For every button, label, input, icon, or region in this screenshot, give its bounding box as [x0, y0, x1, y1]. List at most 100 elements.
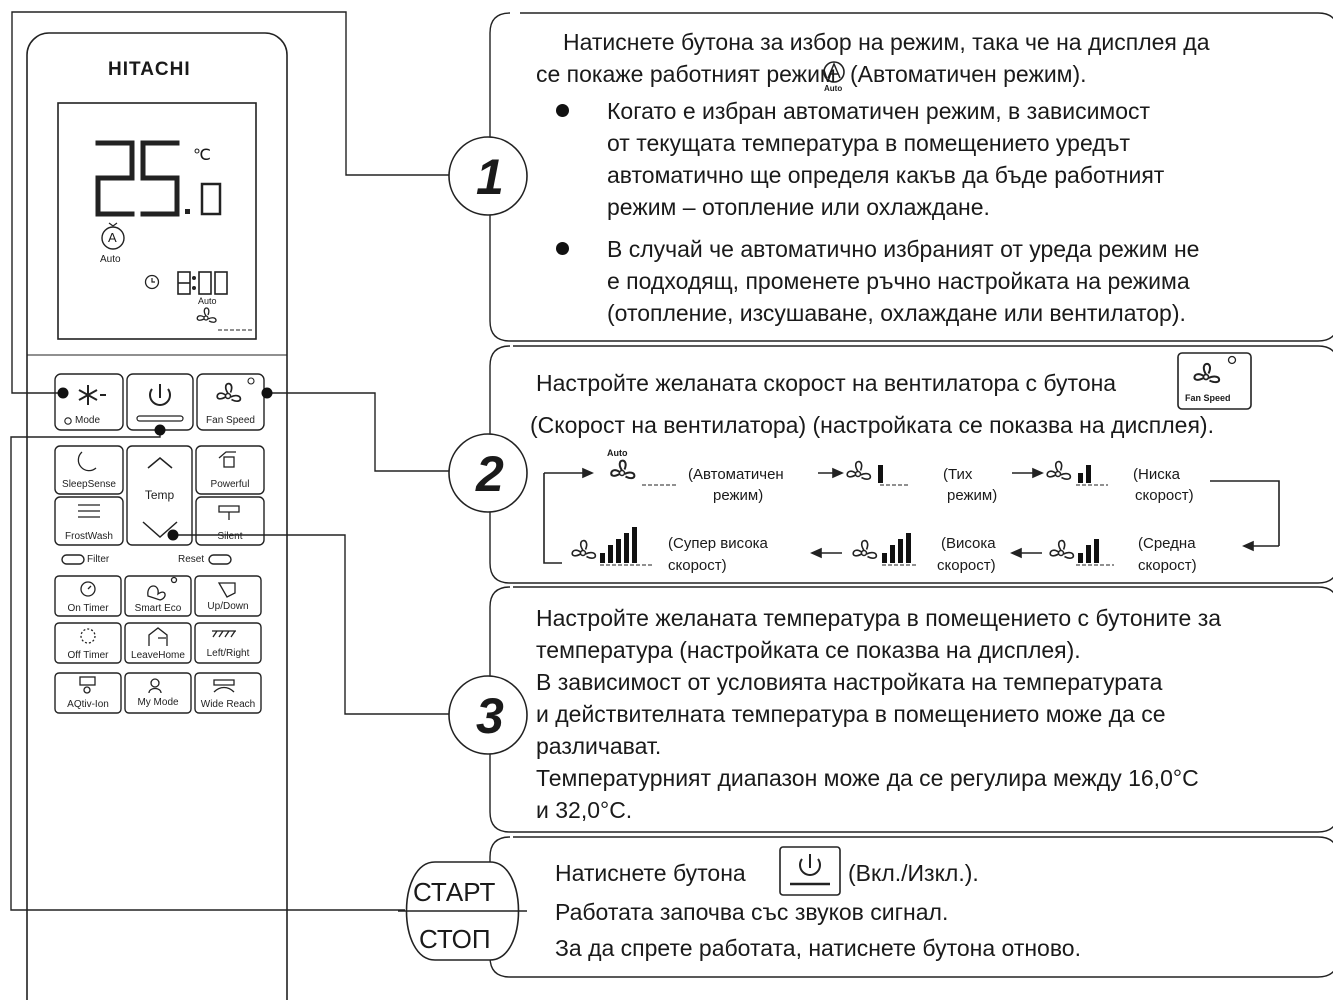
smart-eco-label[interactable]: Smart Eco: [134, 603, 182, 614]
step3-line5: различават.: [536, 733, 662, 759]
cycle-superhigh-l1: (Супер висока: [668, 535, 768, 552]
on-timer-icon: [80, 581, 96, 597]
aqtiv-icon: [79, 676, 96, 686]
cycle-quiet-l2: режим): [947, 487, 998, 504]
lcd-mode-label: Auto: [100, 254, 121, 265]
step1-bullet2-line2: е подходящ, променете ръчно настройката …: [607, 268, 1190, 294]
step2-line2: (Скорост на вентилатора) (настройката се…: [530, 412, 1214, 438]
powerful-button-label[interactable]: Powerful: [210, 479, 250, 490]
on-timer-label[interactable]: On Timer: [67, 603, 109, 614]
lcd-clock-icon: [144, 274, 160, 290]
startstop-line1b: (Вкл./Изкл.).: [848, 860, 979, 886]
startstop-line2: Работата започва със звуков сигнал.: [555, 899, 949, 925]
step1-bullet1-dot: [556, 104, 569, 117]
stop-label: СТОП: [419, 924, 491, 954]
step1-number: 1: [476, 149, 504, 205]
lcd-digits-25: [95, 140, 180, 217]
step3-number: 3: [476, 688, 504, 744]
step1-auto-icon: [823, 61, 845, 83]
startstop-line1a: Натиснете бутона: [555, 860, 746, 886]
step1-bullet1-line4: режим – отопление или охлаждане.: [607, 194, 990, 220]
step1-intro-line2a: се покаже работният режим: [536, 61, 836, 87]
cycle-high-l1: (Висока: [941, 535, 996, 552]
frostwash-button-label[interactable]: FrostWash: [65, 531, 113, 542]
sleep-icon: [77, 451, 97, 472]
btn-fanspeed: [196, 373, 265, 431]
lcd-fan-label: Auto: [198, 296, 217, 306]
step1-intro-line2b: (Автоматичен режим).: [850, 61, 1087, 87]
lcd-auto-mode-icon: [101, 222, 125, 250]
btn-mode: [54, 373, 124, 431]
frame-step1: [489, 12, 1333, 342]
step1-icon-caption: Auto: [824, 84, 843, 93]
silent-button-label[interactable]: Silent: [217, 531, 243, 542]
step1-bullet2-line1: В случай че автоматично избраният от уре…: [607, 236, 1200, 262]
powerful-icon: [218, 451, 236, 459]
leavehome-icon: [148, 627, 168, 646]
fanspeed-button-label[interactable]: Fan Speed: [206, 415, 255, 426]
temp-down-icon: [142, 521, 178, 539]
cycle-auto-l1: (Автоматичен: [688, 466, 784, 483]
remote-body: [26, 32, 288, 1000]
step3-line2: температура (настройката се показва на д…: [536, 637, 1081, 663]
lcd-temp-unit: ℃: [193, 147, 211, 164]
lcd-mode-letter: A: [108, 230, 117, 245]
mymode-icon: [150, 678, 160, 688]
cycle-medium-l2: скорост): [1138, 557, 1197, 574]
step1-bullet1-line1: Когато е избран автоматичен режим, в зав…: [607, 98, 1151, 124]
cycle-auto-l2: режим): [713, 487, 764, 504]
start-label: СТАРТ: [413, 877, 496, 907]
frame-startstop: [489, 836, 1333, 978]
step2-button-caption: Fan Speed: [1185, 393, 1231, 403]
lcd-time-display: [177, 271, 228, 295]
step3-line3: В зависимост от условията настройката на…: [536, 669, 1163, 695]
temp-up-icon: [147, 457, 173, 469]
step1-bullet1-line2: от текущата температура в помещението ур…: [607, 130, 1131, 156]
leftright-label[interactable]: Left/Right: [206, 648, 250, 659]
step3-line1: Настройте желаната температура в помещен…: [536, 605, 1222, 631]
step2-line1: Настройте желаната скорост на вентилатор…: [536, 370, 1117, 396]
step1-bullet1-line3: автоматично ще определя какъв да бъде ра…: [607, 162, 1165, 188]
updown-icon: [217, 582, 236, 598]
sleep-button-label[interactable]: SleepSense: [62, 479, 116, 490]
step1-bullet2-line3: (отопление, изсушаване, охлаждане или ве…: [607, 300, 1186, 326]
lcd-fan-icon: [196, 307, 217, 323]
cycle-low-l1: (Ниска: [1133, 466, 1180, 483]
badge-2: [448, 433, 528, 513]
aqtiv-label[interactable]: AQtiv-Ion: [67, 699, 109, 710]
widereach-icon: [213, 679, 235, 693]
cycle-high-l2: скорост): [937, 557, 996, 574]
badge-1: [448, 136, 528, 216]
brand-logo: HITACHI: [108, 59, 191, 80]
off-timer-label[interactable]: Off Timer: [67, 650, 109, 661]
filter-label[interactable]: Filter: [87, 554, 110, 565]
badge-3: [448, 675, 528, 755]
step3-line6: Температурният диапазон може да се регул…: [536, 765, 1199, 791]
step2-auto-tag: Auto: [607, 448, 628, 458]
silent-icon: [218, 505, 240, 520]
frostwash-icon: [78, 504, 100, 518]
frame-step3: [489, 586, 1333, 833]
power-icon: [149, 384, 171, 406]
reset-label[interactable]: Reset: [178, 554, 205, 565]
fanspeed-btn-icon: [216, 382, 242, 402]
step3-line4: и действителната температура в помещение…: [536, 701, 1166, 727]
temp-label[interactable]: Temp: [144, 488, 175, 502]
step3-line7: и 32,0°C.: [536, 797, 633, 823]
updown-label[interactable]: Up/Down: [207, 601, 249, 612]
startstop-line3: За да спрете работата, натиснете бутона …: [555, 935, 1081, 961]
frame-step2: [489, 345, 1333, 584]
mode-icon: [78, 385, 106, 405]
leftright-icon: [212, 630, 236, 638]
cycle-medium-l1: (Средна: [1138, 535, 1196, 552]
step1-intro-line1: Натиснете бутона за избор на режим, така…: [563, 29, 1210, 55]
step1-bullet2-dot: [556, 242, 569, 255]
smart-eco-icon: [147, 585, 166, 601]
widereach-label[interactable]: Wide Reach: [200, 699, 256, 710]
mymode-label[interactable]: My Mode: [137, 697, 179, 708]
mode-button-label[interactable]: Mode: [75, 415, 101, 426]
remote-lcd: [57, 102, 257, 340]
leavehome-label[interactable]: LeaveHome: [131, 650, 185, 661]
